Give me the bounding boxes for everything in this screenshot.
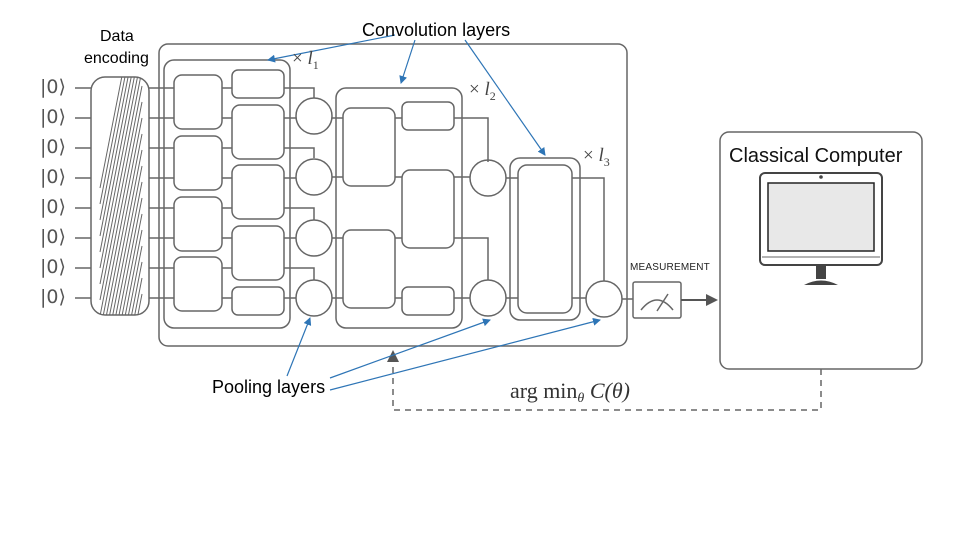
input-ket: |0⟩ — [40, 286, 66, 308]
repeat-l1: × l1 — [292, 48, 319, 73]
wires-encoding-to-conv — [149, 87, 174, 299]
repeat-l2: × l2 — [469, 79, 496, 104]
times-symbol: × — [469, 79, 480, 100]
feedback-loop-arrow — [387, 350, 822, 411]
convolution-layers-label: Convolution layers — [362, 20, 511, 40]
pooling-layer-1 — [295, 97, 333, 317]
classical-computer-title: Classical Computer — [729, 145, 903, 167]
data-encoding-label-line2: encoding — [84, 50, 149, 67]
input-ket: |0⟩ — [40, 106, 66, 128]
convolution-label-arrows — [267, 34, 546, 156]
wire-conv3-top — [572, 177, 605, 281]
measurement-meter-icon — [632, 281, 682, 319]
conv-layer-2-frame — [335, 87, 463, 329]
monitor-icon — [759, 172, 883, 285]
data-encoding-block — [90, 76, 150, 316]
l2-sub: 2 — [489, 88, 496, 103]
conv-layer-2-gates — [342, 101, 455, 316]
input-ket: |0⟩ — [40, 76, 66, 98]
pooling-layers-label: Pooling layers — [212, 377, 326, 397]
l3-sub: 3 — [603, 154, 610, 169]
conv-layer-3-frame — [509, 157, 581, 321]
input-ket: |0⟩ — [40, 196, 66, 218]
pooling-layer-3 — [585, 280, 623, 318]
l-var: l — [598, 145, 604, 166]
wires-conv1-to-pool1 — [284, 87, 315, 299]
repeat-l3: × l3 — [583, 145, 610, 170]
l-var: l — [307, 48, 313, 69]
input-ket: |0⟩ — [40, 136, 66, 158]
input-wires — [75, 87, 91, 299]
measurement-label: MEASUREMENT — [630, 262, 710, 273]
conv-layer-1-frame — [163, 59, 291, 329]
l-var: l — [484, 79, 490, 100]
conv-layer-1-gates — [173, 69, 285, 316]
data-encoding-hatch — [99, 77, 143, 315]
wires-conv2-to-pool2 — [454, 117, 489, 299]
argmin-subscript: θ — [577, 391, 585, 406]
wires-pool1-to-conv2 — [332, 117, 343, 299]
times-symbol: × — [583, 145, 594, 166]
input-ket: |0⟩ — [40, 166, 66, 188]
times-symbol: × — [292, 48, 303, 69]
conv-layer-3-gate — [517, 164, 573, 314]
argmin-prefix: arg min — [510, 378, 578, 403]
input-ket: |0⟩ — [40, 256, 66, 278]
cost-function: C(θ) — [589, 378, 630, 403]
data-encoding-label-line1: Data — [100, 28, 134, 45]
l1-sub: 1 — [312, 57, 319, 72]
qcnn-frame — [158, 43, 628, 347]
input-ket: |0⟩ — [40, 226, 66, 248]
pooling-label-arrows — [286, 317, 601, 391]
argmin-formula: arg minθ C(θ) — [510, 378, 630, 407]
